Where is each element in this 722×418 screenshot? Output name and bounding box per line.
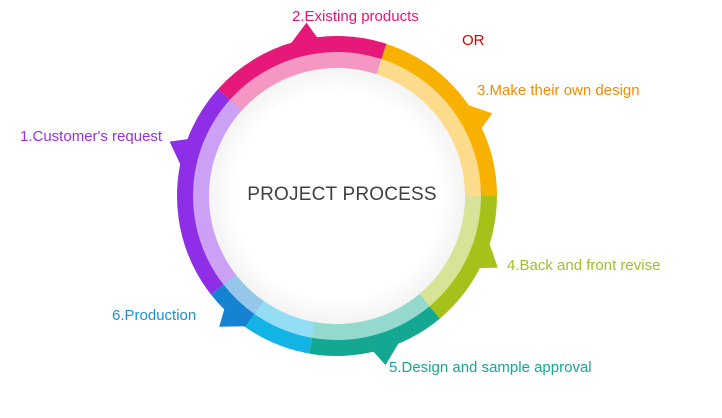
pointer-production xyxy=(219,308,246,327)
segment-customer-request-inner-band xyxy=(193,99,242,285)
step-label-revise: 4.Back and front revise xyxy=(507,257,661,274)
center-disc xyxy=(209,68,465,324)
step-label-own-design: 3.Make their own design xyxy=(477,82,640,99)
segment-own-design-inner-band xyxy=(376,59,481,196)
segment-production-blue-inner-band xyxy=(223,274,264,314)
segment-approval-inner-band xyxy=(311,294,430,340)
pointer-own-design xyxy=(467,104,493,129)
pointer-revise xyxy=(478,242,498,269)
segment-production-cyan-inner-band xyxy=(254,300,315,338)
segment-existing-products-inner-band xyxy=(229,52,382,111)
step-label-existing-products: 2.Existing products xyxy=(292,8,419,25)
cycle-ring xyxy=(169,22,498,366)
center-title: PROJECT PROCESS xyxy=(247,184,437,205)
step-label-customer-request: 1.Customer's request xyxy=(20,128,163,145)
pointer-customer-request xyxy=(169,139,189,166)
segment-revise-inner-band xyxy=(419,196,481,307)
step-label-approval: 5.Design and sample approval xyxy=(389,359,592,376)
segment-customer-request xyxy=(177,88,242,295)
pointer-approval xyxy=(372,342,400,366)
segment-production-blue xyxy=(210,274,264,328)
or-label: OR xyxy=(462,32,485,49)
pointer-existing-products xyxy=(290,22,318,44)
step-label-production: 6.Production xyxy=(112,307,197,324)
